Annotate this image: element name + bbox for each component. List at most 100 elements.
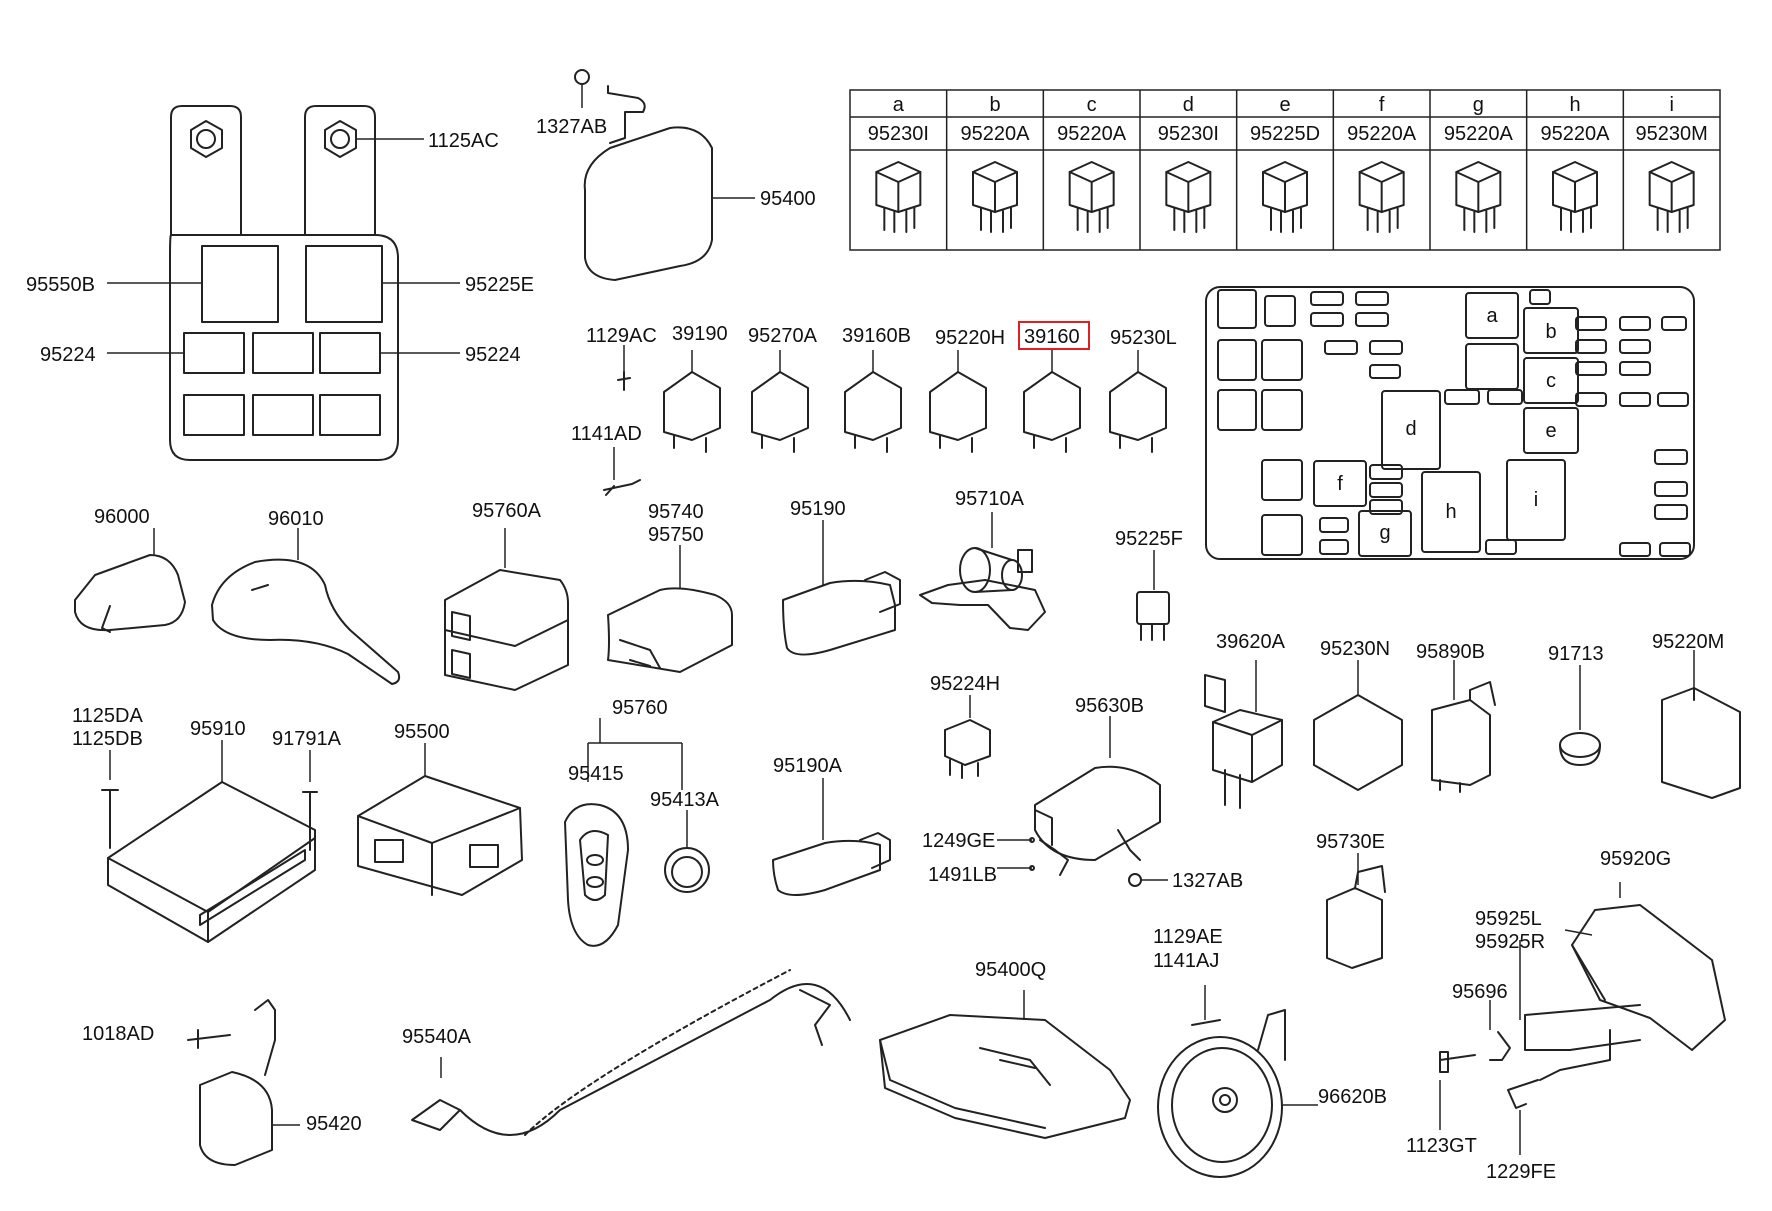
module-95760A-drawing [444, 528, 569, 691]
relay-table-letter: e [1279, 94, 1290, 116]
label-95760: 95760 [612, 697, 668, 719]
label-95920G: 95920G [1600, 848, 1671, 870]
relay-95890B-drawing [1431, 660, 1496, 793]
fuse-box-slot-letter: a [1486, 305, 1498, 327]
fuse-box-slot-letter: d [1405, 418, 1416, 440]
label-39160B: 39160B [842, 325, 911, 347]
part-labels: 1125AC 95550B 95225E 95224 95224 1327AB … [26, 116, 1724, 1183]
label-95730E: 95730E [1316, 831, 1385, 853]
label-95696: 95696 [1452, 981, 1508, 1003]
label-95630B: 95630B [1075, 695, 1144, 717]
relay-95230N-drawing [1313, 660, 1403, 791]
fuse-box-slot-letter: e [1545, 420, 1556, 442]
relay-table-part: 95220A [1444, 123, 1514, 145]
label-1125DB: 1125DB [72, 728, 143, 750]
relay-table-letter: h [1569, 94, 1580, 116]
label-1141AD: 1141AD [571, 423, 642, 445]
relay-row-drawing [663, 350, 1167, 453]
label-91713: 91713 [1548, 643, 1604, 665]
label-95220M: 95220M [1652, 631, 1724, 653]
label-95220H: 95220H [935, 327, 1005, 349]
highlight-box-39160 [1018, 321, 1090, 350]
relay-table-part: 95230M [1636, 123, 1708, 145]
relay-table-letter: i [1669, 94, 1673, 116]
label-1129AC: 1129AC [586, 325, 657, 347]
relay-icon [972, 161, 1018, 233]
relay-table-part: 95220A [1057, 123, 1127, 145]
relay-drawing [1109, 350, 1167, 453]
label-91791A: 91791A [272, 728, 342, 750]
label-1491LB: 1491LB [928, 864, 997, 886]
label-95230N: 95230N [1320, 638, 1390, 660]
label-39190: 39190 [672, 323, 728, 345]
label-96010: 96010 [268, 508, 324, 530]
horn-96620B-drawing [1157, 985, 1318, 1178]
relay-table-part: 95230I [1158, 123, 1219, 145]
ring-95413A-drawing [664, 810, 710, 893]
key-96010-drawing [211, 528, 401, 685]
relay-icon [875, 161, 922, 233]
relay-icon [1455, 161, 1502, 233]
sensor-95420-drawing [187, 999, 300, 1166]
fuse-box-slot-letter: g [1379, 522, 1390, 544]
relay-table-part: 95220A [1347, 123, 1417, 145]
fuse-box-slot-letter: b [1545, 321, 1556, 343]
label-95910: 95910 [190, 718, 246, 740]
label-1018AD: 1018AD [82, 1023, 154, 1045]
label-95415: 95415 [568, 763, 624, 785]
label-95500: 95500 [394, 721, 450, 743]
label-39160: 39160 [1024, 326, 1080, 348]
module-95400-drawing [574, 69, 755, 281]
relay-table-part: 95220A [961, 123, 1031, 145]
fuse-box-slot-letter: i [1534, 489, 1538, 511]
module-95740-drawing [607, 545, 733, 673]
label-1249GE: 1249GE [922, 830, 995, 852]
cable-95540A-drawing [411, 969, 851, 1136]
switch-95190A-drawing [772, 778, 891, 896]
relay-table-letter: g [1473, 94, 1484, 116]
grommet-91713-drawing [1559, 665, 1601, 766]
relay-table-part: 95225D [1250, 123, 1320, 145]
label-1229FE: 1229FE [1486, 1161, 1556, 1183]
label-95224-left: 95224 [40, 344, 96, 366]
bracket-95920G-drawing [1439, 882, 1726, 1155]
relay-icon [1648, 161, 1695, 233]
relay-drawing [663, 350, 721, 453]
label-1141AJ: 1141AJ [1153, 950, 1219, 972]
relay-table-letter: b [989, 94, 1000, 116]
relay-drawing [751, 350, 809, 453]
label-95760A: 95760A [472, 500, 542, 522]
label-96000: 96000 [94, 506, 150, 528]
label-95710A: 95710A [955, 488, 1025, 510]
label-95190: 95190 [790, 498, 846, 520]
junction-block-drawing [107, 105, 460, 461]
relay-table-letter: f [1379, 94, 1385, 116]
label-95750: 95750 [648, 524, 704, 546]
relay-table-letter: a [893, 94, 905, 116]
label-95400: 95400 [760, 188, 816, 210]
relay-table: a95230Ib95220Ac95220Ad95230Ie95225Df9522… [849, 89, 1721, 251]
remote-95415-drawing [564, 718, 683, 947]
label-95420: 95420 [306, 1113, 362, 1135]
label-95550B: 95550B [26, 274, 95, 296]
label-95740: 95740 [648, 501, 704, 523]
relay-icon [1552, 161, 1598, 233]
label-95225E: 95225E [465, 274, 534, 296]
label-95413A: 95413A [650, 789, 720, 811]
label-95230L: 95230L [1110, 327, 1177, 349]
relay-drawing [1023, 350, 1081, 453]
relay-95730E-drawing [1326, 853, 1386, 969]
label-95225F: 95225F [1115, 528, 1183, 550]
relay-table-letter: d [1183, 94, 1194, 116]
label-95224H: 95224H [930, 673, 1000, 695]
label-1327AB-top: 1327AB [536, 116, 607, 138]
fuse-box-slot-letter: h [1445, 501, 1456, 523]
relay-table-part: 95220A [1541, 123, 1611, 145]
relay-drawing [844, 350, 902, 453]
label-1123GT: 1123GT [1406, 1135, 1477, 1157]
relay-drawing [929, 350, 987, 453]
label-1125DA: 1125DA [72, 705, 143, 727]
relay-95225F-drawing [1136, 550, 1170, 641]
